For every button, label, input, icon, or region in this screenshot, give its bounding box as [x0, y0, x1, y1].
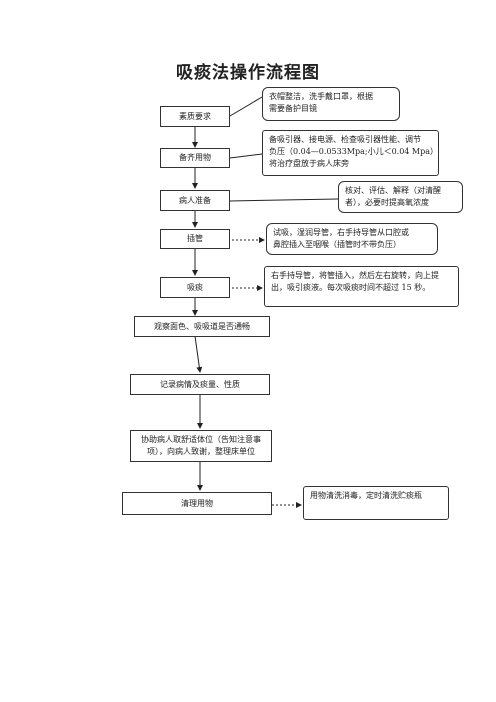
- step-prepare-items: 备齐用物: [160, 148, 230, 168]
- step-observe: 观察面色、吸吸道是否通畅: [134, 316, 270, 337]
- arrow-6: [194, 335, 203, 373]
- note-insert-tube: 试吸，湿润导管，右手持导管从口腔或鼻腔插入至咽喉（插管时不带负压）: [266, 223, 438, 255]
- step-assist-patient: 协助病人取舒适体位（告知注意事项），向病人致谢，整理床单位: [130, 430, 272, 462]
- step-quality: 素质要求: [160, 106, 230, 127]
- link-note-1: [229, 96, 263, 117]
- step-patient-prep: 病人准备: [160, 190, 230, 211]
- link-note-2: [229, 153, 263, 159]
- note-clean-up: 用物清洗消毒，定时清洗贮痰瓶: [303, 486, 449, 520]
- note-prepare-items: 备吸引器、接电源、检查吸引器性能、调节负压（0.04—0.0533Mpa;小儿＜…: [262, 130, 439, 176]
- note-suction: 右手持导管，将管插入，然后左右旋转，向上提出，吸引痰液。每次吸痰时间不超过 15…: [264, 266, 459, 307]
- link-note-3: [229, 198, 339, 202]
- note-quality: 衣帽整洁，洗手戴口罩，根据需要备护目镜: [262, 87, 400, 121]
- step-suction: 吸痰: [160, 277, 230, 298]
- step-record: 记录病情及痰量、性质: [130, 374, 270, 395]
- step-clean-up: 清理用物: [122, 492, 272, 515]
- step-insert-tube: 插管: [160, 229, 230, 249]
- page-title: 吸痰法操作流程图: [176, 63, 320, 83]
- note-patient-prep: 核对、评估、解释（对清醒者），必要时提高氧浓度: [338, 181, 463, 213]
